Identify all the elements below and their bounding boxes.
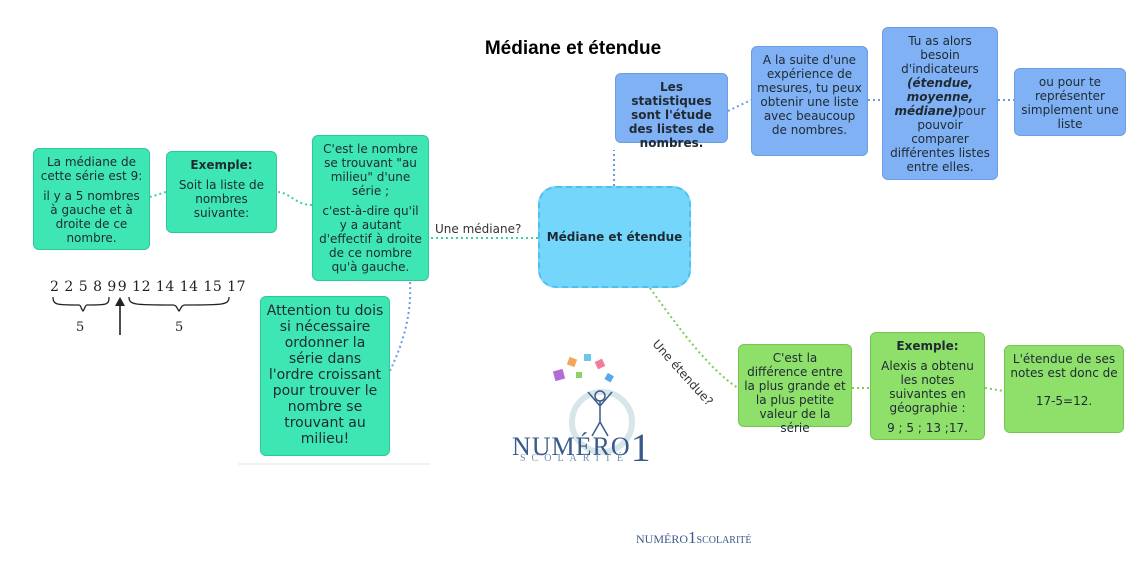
logo-small: NUMÉRO1SCOLARITÉ bbox=[636, 528, 752, 547]
mediane-exemple-box: Exemple: Soit la liste de nombres suivan… bbox=[166, 151, 277, 233]
sequence-braces bbox=[52, 296, 230, 335]
representer-box: ou pour te représenter simplement une li… bbox=[1014, 68, 1126, 136]
mediane-resultat-box: La médiane de cette série est 9: il y a … bbox=[33, 148, 150, 250]
central-node: Médiane et étendue bbox=[538, 186, 691, 288]
branch-label-mediane: Une médiane? bbox=[435, 222, 522, 236]
right-count: 5 bbox=[175, 320, 184, 335]
line-mediane-attention bbox=[387, 281, 412, 376]
number-sequence: 2 2 5 8 9 9 12 14 14 15 17 bbox=[50, 279, 247, 295]
etendue-exemple-box: Exemple: Alexis a obtenu les notes suiva… bbox=[870, 332, 985, 440]
line-exemple-resultat bbox=[149, 191, 167, 198]
attention-box: Attention tu dois si nécessaire ordonner… bbox=[260, 296, 390, 456]
left-count: 5 bbox=[76, 320, 85, 335]
page-title: Médiane et étendue bbox=[484, 38, 662, 59]
line-mediane-exemple bbox=[276, 191, 313, 206]
etendue-definition-box: C'est la différence entre la plus grande… bbox=[738, 344, 852, 435]
etendue-resultat-box: L'étendue de ses notes est donc de 17-5=… bbox=[1004, 345, 1124, 433]
line-central-etendue bbox=[649, 287, 739, 389]
logo-sub: SCOLARITÉ bbox=[520, 453, 629, 464]
logo-main: NUMÉRO1 bbox=[512, 425, 652, 470]
line-stats-mesures bbox=[727, 99, 752, 112]
indicateurs-box: Tu as alors besoin d'indicateurs (étendu… bbox=[882, 27, 998, 180]
stats-box: Les statistiques sont l'étude des listes… bbox=[615, 73, 728, 150]
logo-figure bbox=[552, 354, 635, 455]
mediane-definition-box: C'est le nombre se trouvant "au milieu" … bbox=[312, 135, 429, 281]
line-exemple-resultat-e bbox=[984, 387, 1005, 392]
mesures-box: A la suite d'une expérience de mesures, … bbox=[751, 46, 868, 156]
